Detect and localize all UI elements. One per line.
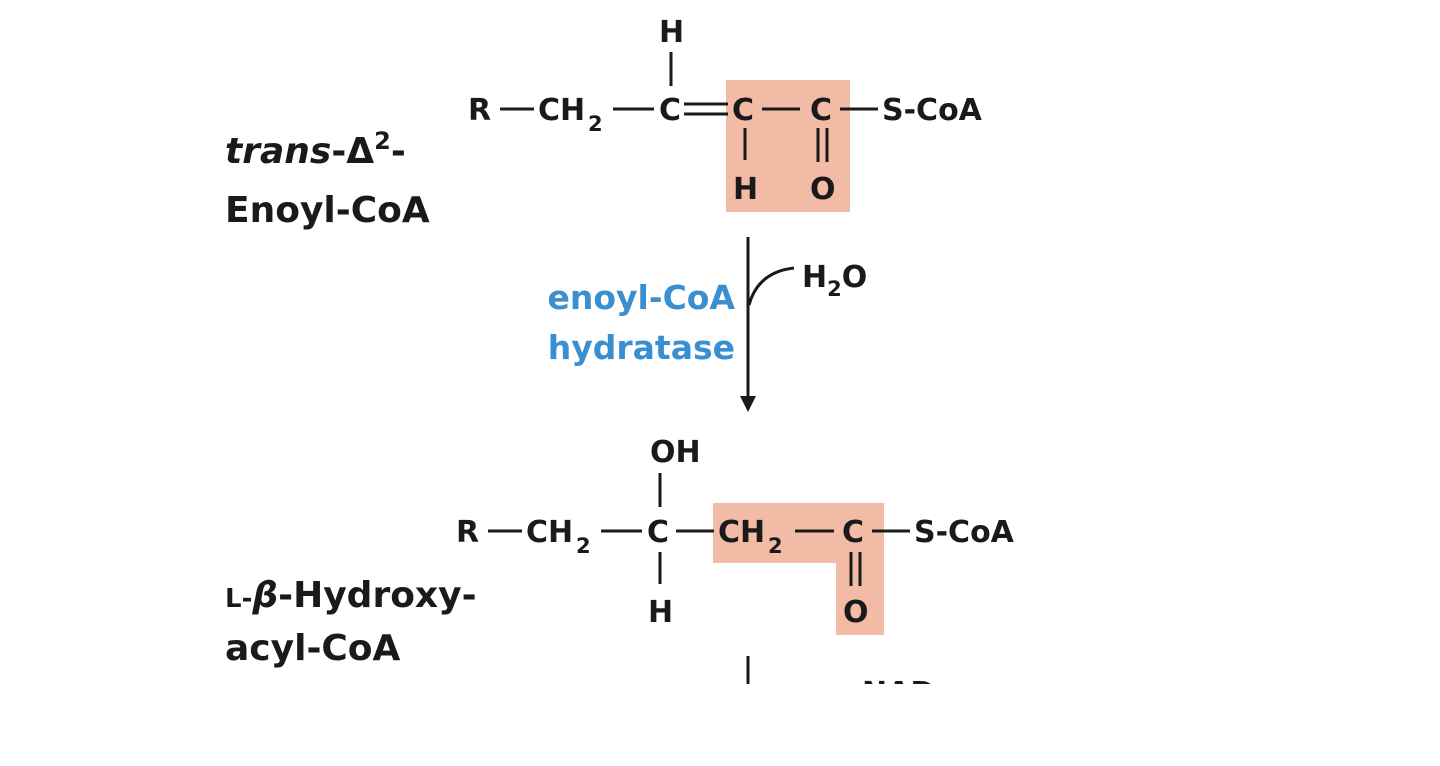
atom-scoa: S-CoA [882, 93, 983, 128]
product-name-line1: L-β-Hydroxy- [225, 575, 477, 616]
atom-r: R [468, 93, 491, 128]
curved-arrow-in [747, 266, 795, 306]
subscript: 2 [768, 534, 783, 558]
enzyme-name-line2: hydratase [548, 328, 735, 367]
atom-h: H [648, 595, 673, 630]
atom-c2: C [842, 515, 864, 550]
atom-o: O [810, 172, 836, 207]
atom-o: O [843, 595, 869, 630]
cofactor-nad: NAD+ [862, 676, 960, 711]
atom-c1: C [659, 93, 681, 128]
atom-c2: C [732, 93, 754, 128]
reactant-highlight [726, 80, 850, 212]
atom-c3: C [810, 93, 832, 128]
reactant-name-line2: Enoyl-CoA [225, 190, 430, 231]
cosubstrate-water: H2O [802, 260, 867, 301]
product-structure: R CH 2 C CH 2 C S-CoA OH H O [456, 435, 1015, 635]
atom-h-bottom: H [733, 172, 758, 207]
atom-c1: C [647, 515, 669, 550]
reactant-name-line1: trans-Δ2- [225, 127, 406, 172]
enzyme-name-line1: enoyl-CoA [548, 278, 736, 317]
reaction-arrow [740, 237, 795, 412]
product-highlight [713, 503, 884, 635]
subscript: 2 [576, 534, 591, 558]
reactant-structure: R CH 2 C C C S-CoA H H O [468, 15, 983, 212]
atom-ch2: CH [718, 515, 765, 550]
product-name-line2: acyl-CoA [225, 628, 401, 669]
arrowhead-icon [740, 396, 756, 412]
next-step-cropped: NAD+ [746, 656, 960, 711]
subscript: 2 [588, 112, 603, 136]
atom-scoa: S-CoA [914, 515, 1015, 550]
atom-r: R [456, 515, 479, 550]
atom-ch: CH [538, 93, 585, 128]
atom-oh: OH [650, 435, 701, 470]
atom-h-top: H [659, 15, 684, 50]
atom-ch: CH [526, 515, 573, 550]
